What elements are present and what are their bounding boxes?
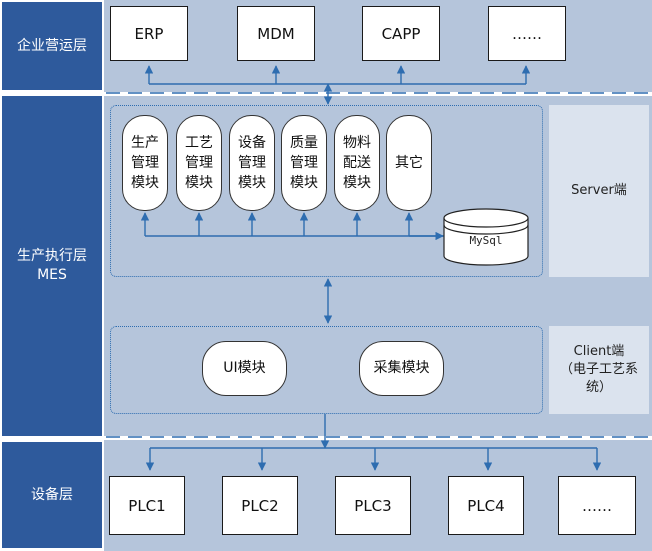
module-process-label: 工艺 管理 模块 (185, 134, 213, 192)
module-production-label: 生产 管理 模块 (131, 134, 159, 192)
system-more: …… (488, 6, 566, 61)
module-other: 其它 (386, 115, 432, 211)
module-material: 物料 配送 模块 (334, 115, 380, 211)
device-plc2-label: PLC2 (241, 496, 279, 515)
module-quality-label: 质量 管理 模块 (290, 134, 318, 192)
device-plc1-label: PLC1 (128, 496, 166, 515)
layer-enterprise: 企业营运层 (2, 2, 102, 90)
module-process: 工艺 管理 模块 (176, 115, 222, 211)
module-production: 生产 管理 模块 (122, 115, 168, 211)
module-other-label: 其它 (395, 154, 423, 171)
layer-enterprise-label: 企业营运层 (17, 37, 87, 54)
layer-mes-label: 生产执行层 MES (17, 248, 87, 283)
layer-mes: 生产执行层 MES (2, 96, 102, 436)
system-mdm: MDM (237, 6, 315, 61)
system-more-label: …… (512, 24, 542, 43)
layer-device: 设备层 (2, 442, 102, 548)
device-plc1: PLC1 (109, 476, 185, 535)
module-equipment: 设备 管理 模块 (229, 115, 275, 211)
database-label: MySql (444, 234, 528, 254)
system-capp: CAPP (362, 6, 440, 61)
module-material-label: 物料 配送 模块 (343, 134, 371, 192)
device-plc2: PLC2 (222, 476, 298, 535)
client-label: Client端 （电子工艺系 统） (559, 343, 638, 396)
system-erp-label: ERP (134, 24, 164, 43)
module-ui-label: UI模块 (223, 360, 266, 377)
device-plc4: PLC4 (448, 476, 524, 535)
database-icon (443, 208, 529, 266)
client-side-label: Client端 （电子工艺系 统） (549, 326, 649, 414)
module-quality: 质量 管理 模块 (281, 115, 327, 211)
module-ui: UI模块 (202, 341, 287, 396)
module-collection: 采集模块 (359, 341, 444, 396)
device-plc4-label: PLC4 (467, 496, 505, 515)
device-plc3-label: PLC3 (354, 496, 392, 515)
layer-device-label: 设备层 (31, 486, 73, 503)
device-more-label: …… (582, 496, 612, 515)
client-group (110, 326, 543, 414)
database-label-text: MySql (469, 234, 503, 247)
device-more: …… (558, 476, 636, 535)
server-group (110, 105, 543, 277)
module-equipment-label: 设备 管理 模块 (238, 134, 266, 192)
system-capp-label: CAPP (381, 24, 421, 43)
server-label: Server端 (571, 182, 627, 198)
module-collection-label: 采集模块 (373, 360, 430, 377)
system-mdm-label: MDM (257, 24, 295, 43)
device-plc3: PLC3 (335, 476, 411, 535)
system-erp: ERP (110, 6, 188, 61)
server-side-label: Server端 (549, 105, 649, 277)
